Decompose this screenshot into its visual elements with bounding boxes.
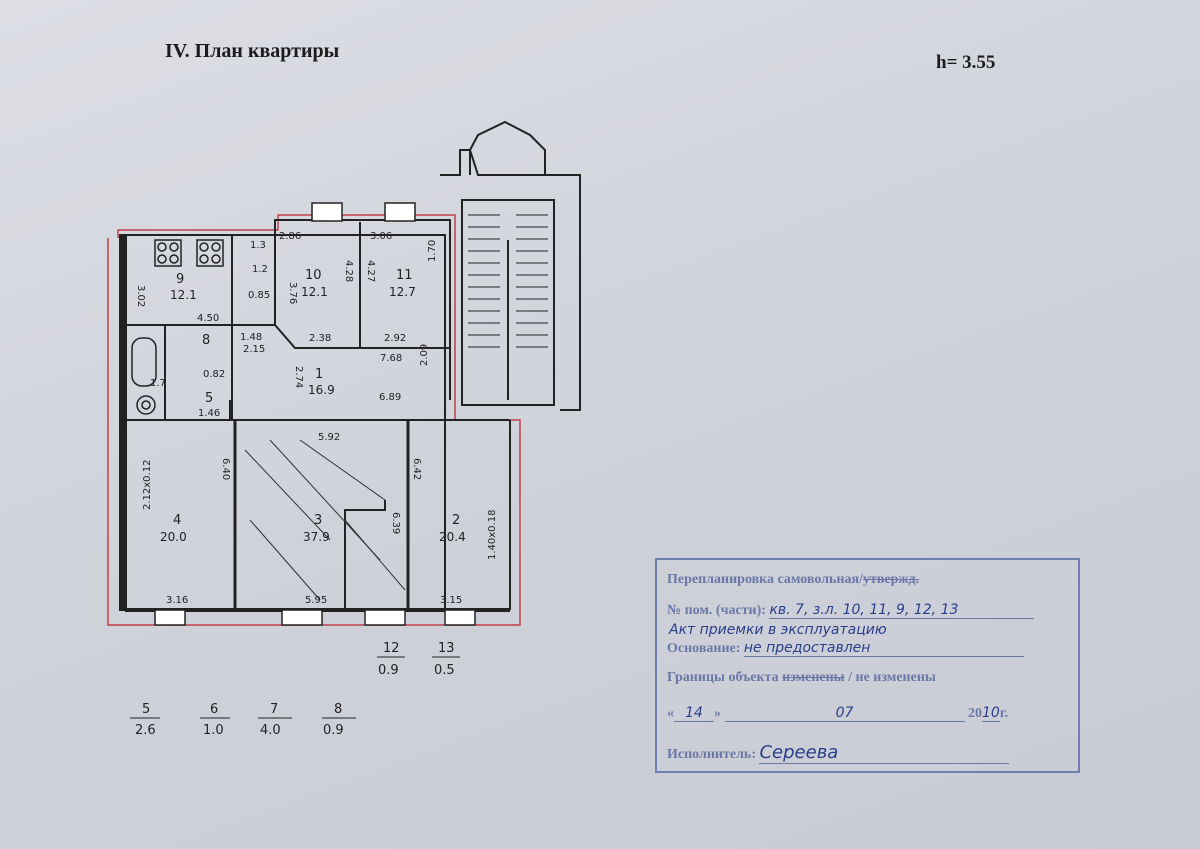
toilet-icon xyxy=(136,395,156,415)
legend-area: 2.6 xyxy=(135,723,156,738)
dim-label: 0.82 xyxy=(203,369,225,380)
dim-label: 3.15 xyxy=(440,595,462,606)
dim-label: 2.09 xyxy=(419,344,430,366)
stamp-text: « xyxy=(667,706,674,721)
bathtub-icon xyxy=(131,337,157,387)
stamp-date-month: 07 xyxy=(724,705,965,722)
stamp-date-year: 10 xyxy=(982,705,1000,722)
legend-num: 13 xyxy=(438,641,455,656)
dim-label: 1.2 xyxy=(252,264,268,275)
legend-area: 1.0 xyxy=(203,723,224,738)
stamp-executor-line: Исполнитель: Сереева xyxy=(667,742,1010,764)
legend-area: 0.9 xyxy=(323,723,344,738)
dimension-labels: 2.86 3.06 1.70 3.76 4.28 4.27 3.02 4.50 … xyxy=(135,231,498,606)
hatching-room-3 xyxy=(244,439,406,601)
bti-stamp: Перепланировка самовольная/утвержд. № по… xyxy=(655,558,1080,773)
dim-label: 6.89 xyxy=(379,392,401,403)
room-labels: 1 16.9 2 20.4 3 37.9 4 20.0 5 8 9 12.1 1… xyxy=(160,268,466,544)
legend-num: 8 xyxy=(334,702,342,717)
stamp-line-2: № пом. (части): кв. 7, з.л. 10, 11, 9, 1… xyxy=(667,602,1035,619)
room-num-8: 8 xyxy=(202,333,210,348)
stamp-text: Перепланировка самовольная/ xyxy=(667,572,863,587)
dim-label: 2.86 xyxy=(279,231,301,242)
stamp-text: » xyxy=(714,706,721,721)
legend-labels: 12 0.9 13 0.5 5 2.6 6 1.0 7 4.0 8 0.9 xyxy=(135,641,455,738)
dim-label: 2.12x0.12 xyxy=(142,460,153,510)
dim-label: 3.16 xyxy=(166,595,188,606)
legend-area: 4.0 xyxy=(260,723,281,738)
dim-label: 1.3 xyxy=(250,240,266,251)
legend-num: 7 xyxy=(270,702,278,717)
dim-label: 5.95 xyxy=(305,595,327,606)
room-num-1: 1 xyxy=(315,367,323,382)
legend-num: 6 xyxy=(210,702,218,717)
legend-num: 5 xyxy=(142,702,150,717)
stamp-struck-text: утвержд. xyxy=(862,572,920,587)
windows xyxy=(154,202,476,626)
dim-label: 1.40x0.18 xyxy=(487,510,498,560)
dim-label: 2.15 xyxy=(243,344,265,355)
dim-label: 6.39 xyxy=(390,512,401,534)
legend-num: 12 xyxy=(383,641,400,656)
room-area-4: 20.0 xyxy=(160,530,187,544)
legend-area: 0.9 xyxy=(378,663,399,678)
stamp-handwritten-value: не предоставлен xyxy=(743,640,1024,657)
stamp-line-4: Границы объекта изменены / не изменены xyxy=(667,670,936,686)
dim-label: 2.92 xyxy=(384,333,406,344)
room-num-4: 4 xyxy=(173,513,181,528)
stamp-text: 20 xyxy=(968,706,982,721)
stamp-label: Основание: xyxy=(667,641,741,656)
stair-steps xyxy=(468,214,548,348)
dim-label: 3.06 xyxy=(370,231,392,242)
room-area-11: 12.7 xyxy=(389,285,416,299)
stamp-text: / не изменены xyxy=(844,670,936,685)
ceiling-height: h= 3.55 xyxy=(936,52,996,73)
room-num-5: 5 xyxy=(205,391,213,406)
stamp-struck-text: изменены xyxy=(782,670,845,685)
stamp-text: Границы объекта xyxy=(667,670,783,685)
dim-label: 1.46 xyxy=(198,408,220,419)
stamp-label: № пом. (части): xyxy=(667,603,766,618)
dim-label: 0.85 xyxy=(248,290,270,301)
room-area-9: 12.1 xyxy=(170,288,197,302)
stamp-line-1: Перепланировка самовольная/утвержд. xyxy=(667,572,919,588)
room-num-9: 9 xyxy=(176,272,184,287)
room-num-2: 2 xyxy=(452,513,460,528)
dim-label: 1.70 xyxy=(427,240,438,262)
dim-label: 5.92 xyxy=(318,432,340,443)
dim-label: 3.02 xyxy=(135,285,146,307)
room-area-1: 16.9 xyxy=(308,383,335,397)
page-title: IV. План квартиры xyxy=(165,40,340,62)
dim-label: 1.7 xyxy=(150,378,166,389)
stamp-line-3: Основание: не предоставлен xyxy=(667,640,1024,657)
room-area-3: 37.9 xyxy=(303,530,330,544)
legend-area: 0.5 xyxy=(434,663,455,678)
room-area-2: 20.4 xyxy=(439,530,466,544)
room-area-10: 12.1 xyxy=(301,285,328,299)
dim-label: 4.50 xyxy=(197,313,219,324)
room-num-3: 3 xyxy=(314,513,322,528)
stamp-date-day: 14 xyxy=(674,705,714,722)
stamp-text: г. xyxy=(999,706,1009,721)
room-num-11: 11 xyxy=(396,268,413,283)
stamp-label: Исполнитель: xyxy=(667,747,756,762)
dim-label: 2.38 xyxy=(309,333,331,344)
dim-label: 2.74 xyxy=(293,366,304,388)
staircase xyxy=(440,120,581,411)
room-num-10: 10 xyxy=(305,268,322,283)
stove-icon xyxy=(154,239,224,267)
stamp-handwritten-value: кв. 7, з.л. 10, 11, 9, 12, 13 xyxy=(769,602,1035,619)
stamp-date-line: «14» 07 2010г. xyxy=(667,705,1008,722)
stamp-signature: Сереева xyxy=(759,742,1010,764)
dim-label: 4.27 xyxy=(365,260,376,282)
dim-label: 3.76 xyxy=(287,282,298,304)
dim-label: 7.68 xyxy=(380,353,402,364)
stamp-handwritten-note: Акт приемки в эксплуатацию xyxy=(669,622,887,638)
dim-label: 4.28 xyxy=(343,260,354,282)
legend-fractions xyxy=(130,656,460,719)
dim-label: 1.48 xyxy=(240,332,262,343)
dim-label: 6.40 xyxy=(220,458,231,480)
dim-label: 6.42 xyxy=(411,458,422,480)
